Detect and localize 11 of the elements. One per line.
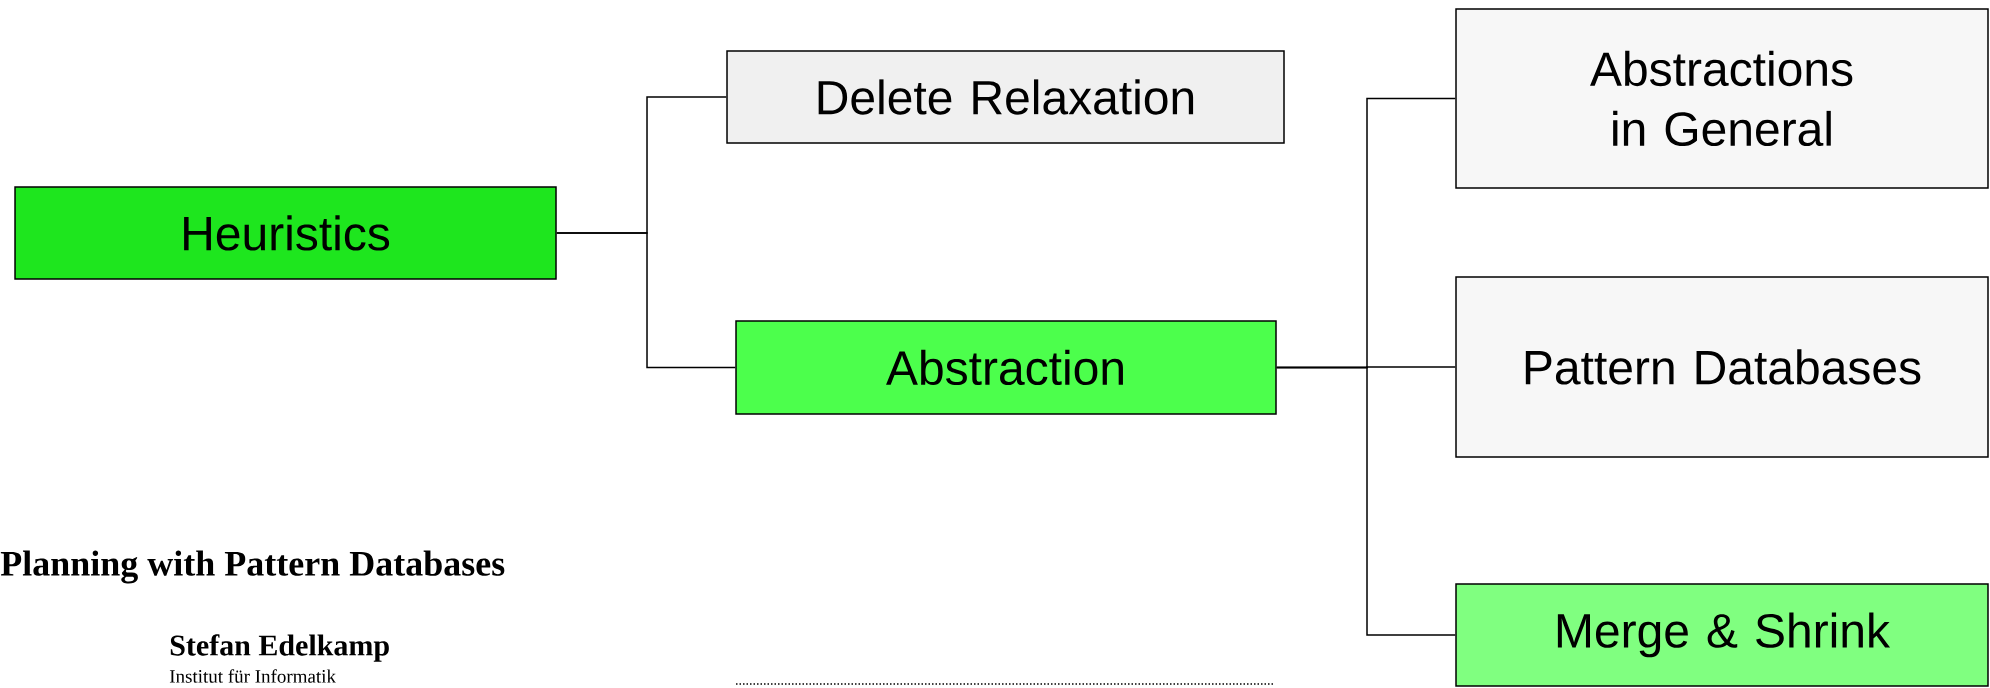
topic-box: Abstractions in General bbox=[1455, 8, 1989, 189]
highlighted-box: Heuristics bbox=[14, 186, 557, 280]
topic-box: Delete Relaxation bbox=[726, 50, 1285, 144]
topic-box: Pattern Databases bbox=[1455, 276, 1989, 458]
author-name: Stefan Edelkamp bbox=[170, 634, 389, 662]
connector-line bbox=[556, 232, 736, 369]
highlighted-box: Merge & Shrink bbox=[1455, 583, 1989, 687]
highlighted-box: Abstraction bbox=[735, 320, 1277, 415]
affiliation: Institut für Informatik bbox=[169, 669, 336, 683]
paper-title: Planning with Pattern Databases bbox=[0, 550, 505, 584]
connector-line bbox=[1276, 366, 1456, 636]
